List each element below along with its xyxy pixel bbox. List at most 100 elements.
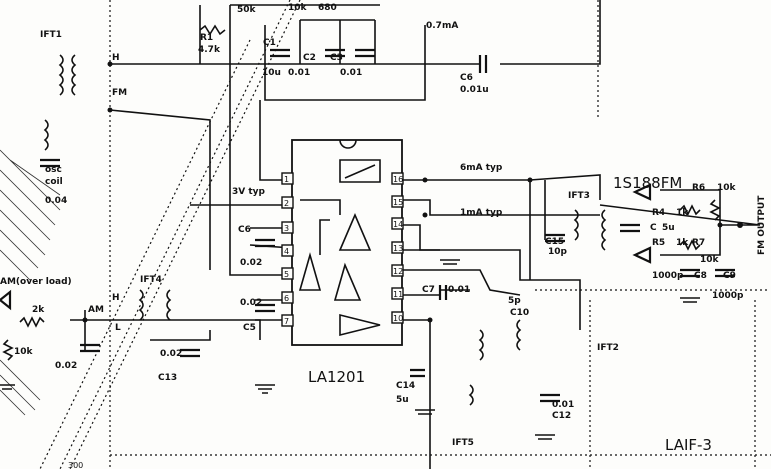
c5-label: C5 (243, 323, 256, 333)
ic-body (291, 139, 403, 346)
c14-label: C14 (396, 381, 415, 391)
r10k-value: 10k (14, 347, 34, 357)
ift1-label: IFT1 (40, 30, 62, 40)
h-label-bottom: H (112, 293, 120, 303)
ift2-label: IFT2 (597, 343, 619, 353)
c2-label: C2 (303, 53, 316, 63)
l-label: L (115, 323, 121, 333)
top-10k-value: 10k (288, 3, 308, 13)
r6-value: 10k (717, 183, 737, 193)
pin-16: 16 (393, 175, 403, 184)
c6-left-label: C6 (238, 225, 251, 235)
r1-value: 4.7k (198, 45, 221, 55)
c12-value: 0.01 (552, 400, 574, 410)
pin-1: 1 (284, 175, 289, 184)
pin-5: 5 (284, 270, 289, 279)
junctions (82, 61, 743, 323)
r300-value: 300 (68, 461, 83, 469)
diodes (0, 183, 652, 311)
r2k-value: 2k (32, 305, 45, 315)
c6-top-label: C6 (460, 73, 473, 83)
r5-value: 1k (676, 238, 689, 248)
c9-value: 1000p (712, 291, 744, 301)
pin-12: 12 (393, 267, 403, 276)
c13-label: C13 (158, 373, 177, 383)
coil-label: coil (45, 177, 63, 187)
c15-value: 10p (548, 247, 568, 257)
c6-left-value: 0.02 (240, 258, 262, 268)
current-1-label: 1mA typ (460, 208, 503, 218)
c002-value: 0.02 (55, 361, 77, 371)
am-label: AM (88, 305, 104, 315)
pin-10: 10 (393, 314, 403, 323)
c1-value: 10u (262, 68, 281, 78)
c8-label: C8 (694, 271, 707, 281)
r4-value: 1k (676, 208, 689, 218)
c9-label: C9 (723, 271, 736, 281)
fm-label: FM (112, 88, 127, 98)
pin-4: 4 (284, 247, 289, 256)
ift3-label: IFT3 (568, 191, 590, 201)
top-680-value: 680 (318, 3, 337, 13)
resistors (2, 24, 721, 361)
c1-label: C1 (263, 38, 276, 48)
ic-pins-left (281, 172, 294, 327)
c6-top-value: 0.01u (460, 85, 489, 95)
c-label: C (650, 223, 657, 233)
pin-14: 14 (393, 220, 403, 229)
ift4-label: IFT4 (140, 275, 162, 285)
c7-value: 0.01 (448, 285, 470, 295)
module-label: LAIF-3 (665, 436, 712, 454)
fm-output-label: FM OUTPUT (757, 195, 767, 255)
c004-value: 0.04 (45, 196, 67, 206)
c12-label: C12 (552, 411, 571, 421)
voltage-3-label: 3V typ (232, 187, 266, 197)
c3-value: 0.01 (340, 68, 362, 78)
c10-value: 5p (508, 296, 521, 306)
osc-label: osc (45, 165, 62, 175)
wiring (70, 0, 771, 469)
pin-7: 7 (284, 317, 289, 326)
pin-2: 2 (284, 199, 289, 208)
r4-label: R4 (652, 208, 665, 218)
r7-label: R7 (692, 238, 705, 248)
pot-value: 50k (237, 5, 257, 15)
current-07-label: 0.7mA (426, 21, 458, 31)
h-label-top: H (112, 53, 120, 63)
diagonal-strips (39, 0, 301, 469)
c8-value: 1000p (652, 271, 684, 281)
hatched-region (0, 149, 61, 416)
c15-label: C15 (545, 237, 564, 247)
c5-value: 0.02 (240, 298, 262, 308)
c-value: 5u (662, 223, 675, 233)
r7-value: 10k (700, 255, 720, 265)
ic-pins-right (391, 172, 404, 324)
diode-part-label: 1S188FM (613, 174, 682, 192)
c14-value: 5u (396, 395, 409, 405)
ic-notch (339, 139, 357, 149)
ic-name-label: LA1201 (308, 368, 365, 386)
current-6-label: 6mA typ (460, 163, 503, 173)
pin-11: 11 (393, 290, 403, 299)
r6-label: R6 (692, 183, 705, 193)
c3-label: C3 (330, 53, 343, 63)
r1-label: R1 (200, 33, 213, 43)
internal-amplifiers (298, 159, 381, 337)
pin-15: 15 (393, 198, 403, 207)
capacitors (40, 48, 735, 403)
pin-6: 6 (284, 294, 289, 303)
grounds (0, 259, 700, 440)
c13-value: 0.02 (160, 349, 182, 359)
c2-value: 0.01 (288, 68, 310, 78)
pin-3: 3 (284, 224, 289, 233)
coils (43, 54, 607, 406)
pin-numbers: 1 2 3 4 5 6 7 16 15 14 13 12 11 10 (284, 175, 403, 326)
c10-label: C10 (510, 308, 529, 318)
pin-13: 13 (393, 244, 403, 253)
c7-label: C7 (422, 285, 435, 295)
r5-label: R5 (652, 238, 665, 248)
am-overload-label: AM(over load) (0, 277, 72, 287)
ift5-label: IFT5 (452, 438, 474, 448)
